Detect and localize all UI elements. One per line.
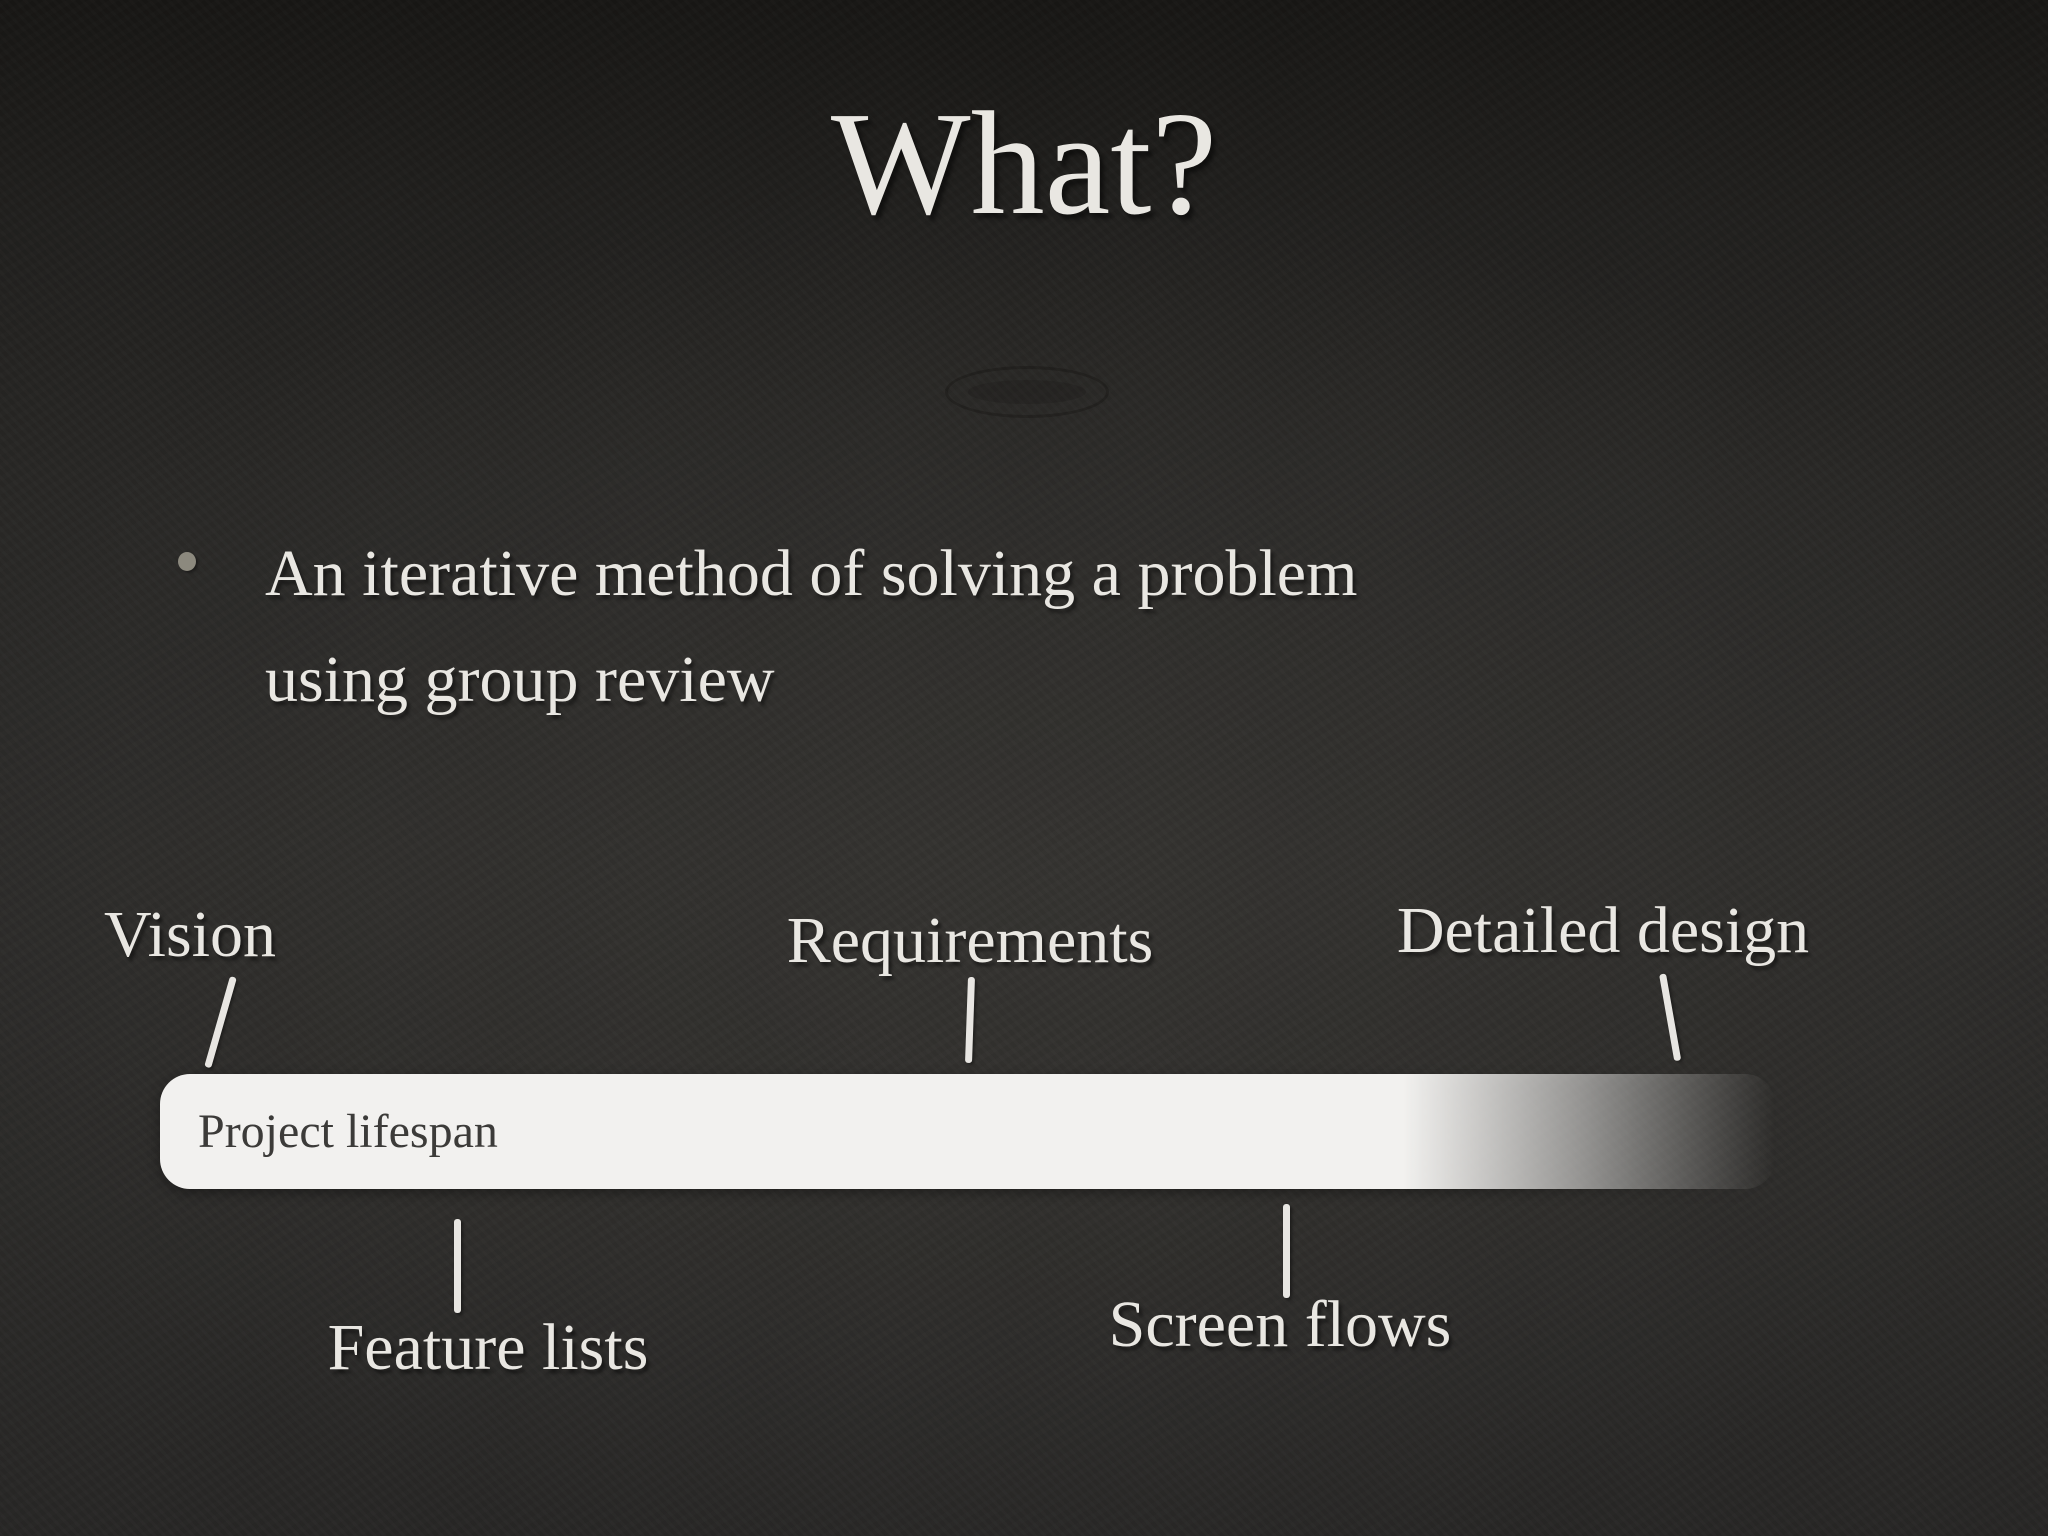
timeline-label-vision: Vision [103,898,277,971]
feature-lists-tick-line [454,1219,461,1313]
requirements-tick-line [965,976,975,1064]
timeline-label-requirements: Requirements [786,904,1154,977]
bullet-line-1: An iterative method of solving a problem [265,537,1358,610]
bullet-item: An iterative method of solving a problem… [265,521,1357,733]
bullet-icon [178,552,196,571]
project-lifespan-label: Project lifespan [198,1105,498,1158]
slide-title: What? [830,82,1218,246]
detailed-design-tick-line [1659,973,1682,1062]
timeline-label-screen-flows: Screen flows [1108,1288,1452,1361]
timeline-label-feature-lists: Feature lists [327,1311,649,1384]
screen-flows-tick-line [1283,1204,1290,1298]
vision-tick-line [204,976,237,1069]
timeline-label-detailed-design: Detailed design [1396,894,1810,967]
bullet-line-2: using group review [265,643,775,716]
project-lifespan-bar: Project lifespan [160,1074,1775,1189]
watermark-ellipse-icon [945,366,1109,418]
